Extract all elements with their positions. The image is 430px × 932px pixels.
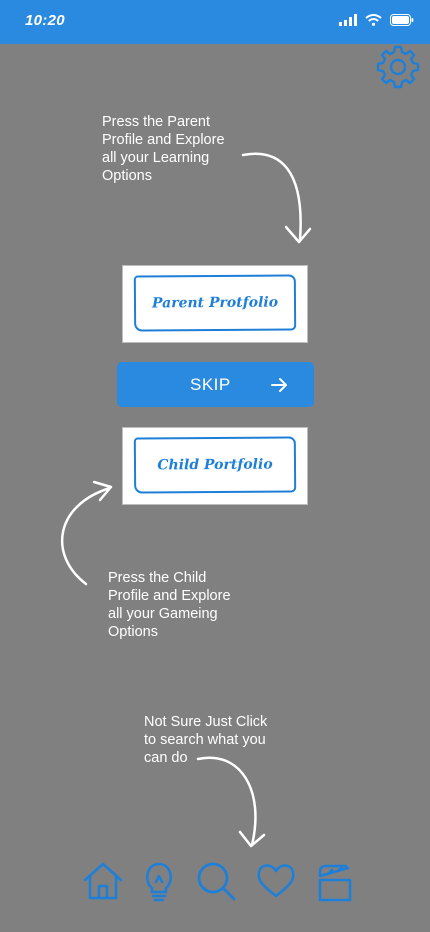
arrow-to-search-icon — [196, 756, 257, 847]
hint-search: Not Sure Just Click to search what you c… — [144, 714, 268, 766]
parent-portfolio-card[interactable]: Parent Protfolio — [122, 265, 308, 343]
parent-portfolio-label: Parent Protfolio — [151, 294, 279, 312]
signal-icon — [339, 14, 357, 26]
clapperboard-icon[interactable] — [312, 858, 358, 904]
child-portfolio-card[interactable]: Child Portfolio — [122, 427, 308, 505]
arrow-to-child-card — [61, 486, 112, 586]
lightbulb-icon[interactable] — [136, 858, 182, 904]
wifi-icon — [365, 14, 382, 26]
arrow-to-child-card-head — [92, 480, 113, 502]
child-portfolio-label: Child Portfolio — [157, 456, 273, 474]
hint-child-profile: Press the Child Profile and Explore all … — [108, 570, 231, 640]
arrow-to-parent-card-head — [284, 225, 312, 244]
arrow-right-icon — [271, 378, 287, 392]
bottom-navigation — [80, 858, 360, 904]
battery-icon — [390, 14, 414, 26]
search-icon[interactable] — [193, 858, 239, 904]
home-icon[interactable] — [80, 858, 126, 904]
skip-label: SKIP — [190, 375, 231, 394]
status-time: 10:20 — [25, 12, 65, 29]
arrow-to-search-icon-head — [238, 830, 266, 848]
status-icons — [339, 14, 414, 26]
child-portfolio-button[interactable]: Child Portfolio — [133, 436, 297, 494]
status-bar: 10:20 — [0, 0, 430, 44]
hint-parent-profile: Press the Parent Profile and Explore all… — [102, 114, 225, 184]
gear-icon[interactable] — [376, 45, 420, 89]
heart-icon[interactable] — [253, 858, 299, 904]
parent-portfolio-button[interactable]: Parent Protfolio — [133, 274, 297, 332]
skip-button[interactable]: SKIP — [117, 362, 314, 407]
